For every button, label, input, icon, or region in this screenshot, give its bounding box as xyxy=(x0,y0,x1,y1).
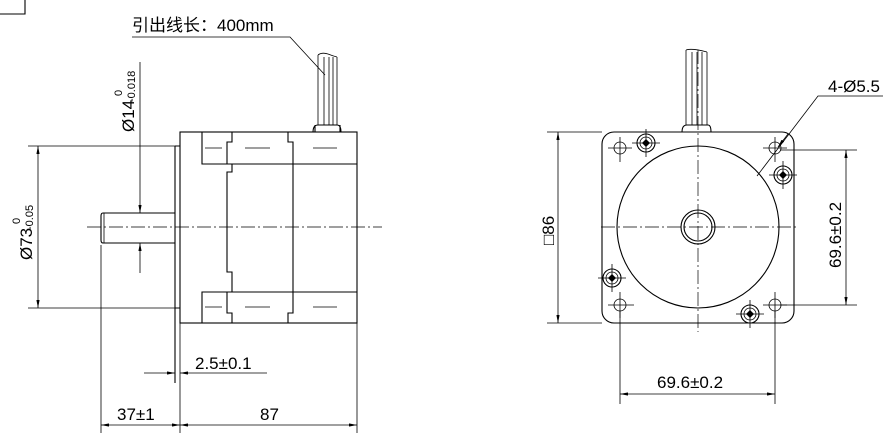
screws xyxy=(598,129,797,328)
shaft-length-label: 37±1 xyxy=(117,405,155,424)
mounting-holes xyxy=(608,137,787,318)
lead-length-label: 引出线长：400mm xyxy=(132,16,274,35)
pilot-tol-lower: -0.05 xyxy=(24,205,36,230)
side-view xyxy=(28,36,382,433)
square-size-label: □86 xyxy=(539,216,558,245)
hole-spacing-h-label: 69.6±0.2 xyxy=(657,373,723,392)
shaft-tol-lower: -0.018 xyxy=(126,71,138,102)
frame-corner xyxy=(0,0,26,15)
pilot-dia-label: Ø73 xyxy=(17,228,36,260)
shaft-tol-upper: 0 xyxy=(113,90,125,96)
hole-spacing-v-label: 69.6±0.2 xyxy=(826,202,845,268)
shaft-dia-label: Ø14 xyxy=(119,100,138,132)
holes-label: 4-Ø5.5 xyxy=(828,77,880,96)
flange-thickness-label: 2.5±0.1 xyxy=(195,354,252,373)
pilot-tol-upper: 0 xyxy=(11,218,23,224)
front-view xyxy=(547,48,883,404)
body-length-label: 87 xyxy=(260,405,279,424)
